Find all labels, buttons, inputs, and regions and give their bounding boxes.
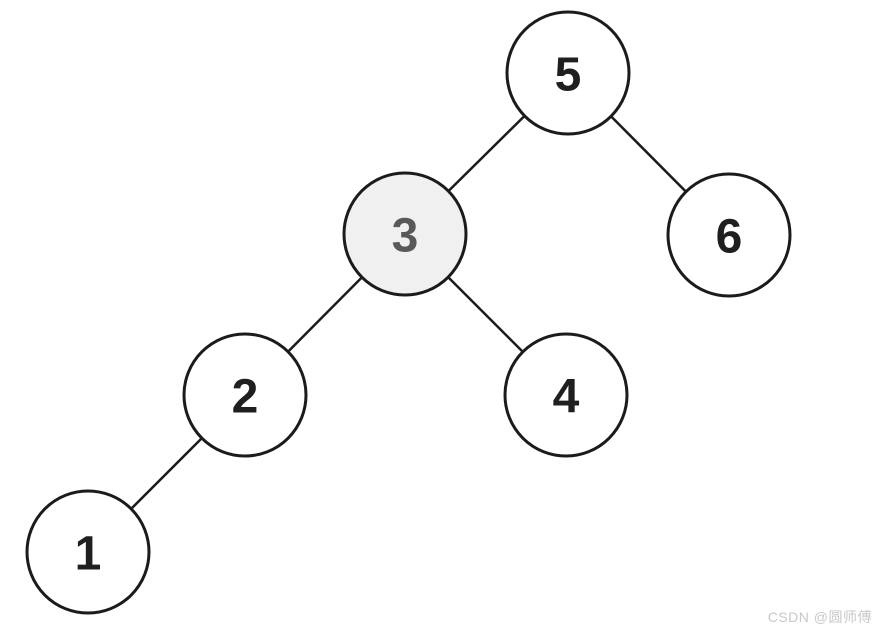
tree-node-label-4: 4 [553,370,580,423]
tree-node-1: 1 [25,489,151,615]
tree-node-circle-5 [505,10,631,136]
tree-node-4: 4 [503,332,629,458]
tree-node-2: 2 [182,332,308,458]
watermark-text: CSDN @圆师傅 [767,609,872,625]
tree-node-5: 5 [505,10,631,136]
tree-node-label-1: 1 [75,527,102,580]
tree-node-3: 3 [342,171,468,297]
tree-node-circle-2 [182,332,308,458]
tree-node-circle-1 [25,489,151,615]
tree-node-label-3: 3 [392,209,419,262]
tree-node-label-5: 5 [555,48,582,101]
tree-node-circle-3 [342,171,468,297]
tree-node-label-2: 2 [232,370,259,423]
tree-node-circle-6 [666,172,792,298]
tree-node-6: 6 [666,172,792,298]
tree-node-label-6: 6 [716,210,743,263]
tree-node-circle-4 [503,332,629,458]
